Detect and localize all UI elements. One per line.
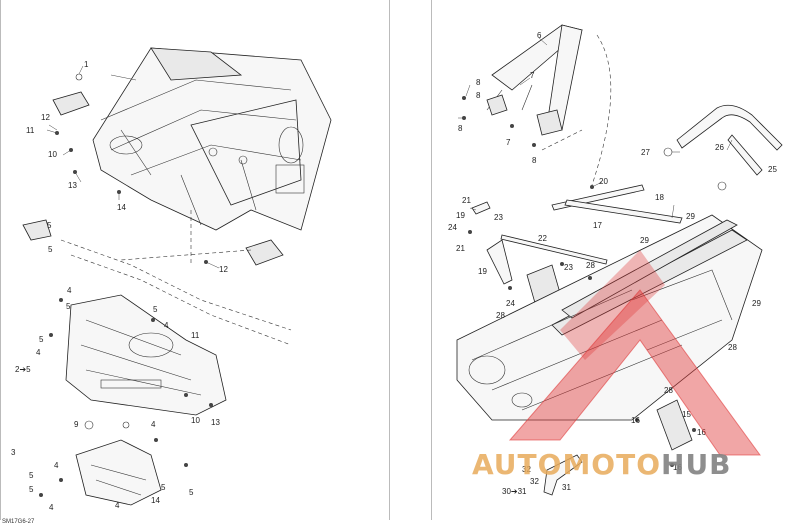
right-callout-32: 16: [697, 428, 706, 437]
watermark-part1: AUTOMOTO: [472, 448, 662, 481]
right-callout-4: 8: [476, 91, 481, 100]
right-callout-14: 18: [655, 193, 664, 202]
right-callout-19: 22: [538, 234, 547, 243]
left-callout-6: 14: [117, 203, 126, 212]
right-exploded-view: 6 7 8 8 8 7 8 27 26 25 20 21 19 18 24 23…: [448, 24, 783, 496]
right-callout-29: 28: [664, 386, 673, 395]
left-exploded-view: 1 12 11 10 13 14 5 12 5 4 5 5 4 5 4 2➔5 …: [11, 47, 332, 512]
watermark-text: AUTOMOTOHUB: [472, 448, 732, 481]
right-callout-3: 8: [476, 78, 481, 87]
left-callout-20: 9: [74, 420, 79, 429]
right-callout-36: 30➔31: [502, 487, 527, 496]
left-callout-14: 5: [39, 335, 44, 344]
right-callout-13: 19: [456, 211, 465, 220]
left-callout-13: 4: [164, 321, 169, 330]
left-callout-1: 1: [84, 60, 89, 69]
left-callout-7: 5: [47, 221, 52, 230]
left-callout-27: 14: [151, 496, 160, 505]
small-clip: [22, 219, 52, 241]
right-callout-12: 21: [462, 196, 471, 205]
right-callout-1: 6: [537, 31, 542, 40]
left-callout-30: 5: [189, 488, 194, 497]
right-callout-25: 24: [506, 299, 515, 308]
right-callout-34: 32: [522, 465, 531, 474]
right-callout-33: 16: [673, 463, 682, 472]
left-diagram-panel: 1 12 11 10 13 14 5 12 5 4 5 5 4 5 4 2➔5 …: [0, 0, 390, 520]
left-callout-22: 3: [11, 448, 16, 457]
left-callout-28: 5: [161, 483, 166, 492]
left-callout-29: 4: [115, 501, 120, 510]
right-callout-35: 32: [530, 477, 539, 486]
right-callout-5: 8: [458, 124, 463, 133]
column-support-assembly: [486, 24, 583, 136]
left-callout-21: 4: [151, 420, 156, 429]
right-callout-11: 20: [599, 177, 608, 186]
foot-bracket-right: [245, 239, 284, 266]
fasteners: [39, 131, 213, 497]
right-callout-10: 25: [768, 165, 777, 174]
left-callout-3: 11: [26, 126, 35, 135]
right-diagram-panel: 6 7 8 8 8 7 8 27 26 25 20 21 19 18 24 23…: [431, 0, 800, 520]
lower-frame-assembly: [65, 294, 227, 416]
right-callout-23: 19: [478, 267, 487, 276]
left-callout-10: 4: [67, 286, 72, 295]
left-callout-15: 4: [36, 348, 41, 357]
left-callout-23: 5: [29, 471, 34, 480]
right-callout-21: 23: [564, 263, 573, 272]
right-callout-22: 29: [640, 236, 649, 245]
left-callout-5: 13: [68, 181, 77, 190]
left-callout-2: 12: [41, 113, 50, 122]
left-callout-8: 12: [219, 265, 228, 274]
left-callout-25: 5: [29, 485, 34, 494]
rear-bracket: [656, 399, 693, 451]
left-callout-4: 10: [48, 150, 57, 159]
left-callout-26: 4: [49, 503, 54, 512]
right-callout-7: 8: [532, 156, 537, 165]
right-callout-20: 21: [456, 244, 465, 253]
upper-frame-assembly: [92, 47, 332, 231]
right-callout-30: 15: [682, 410, 691, 419]
right-callout-9: 26: [715, 143, 724, 152]
right-callout-6: 7: [506, 138, 511, 147]
bottom-bracket-assembly: [75, 420, 162, 506]
right-callout-18: 29: [686, 212, 695, 221]
left-callout-19: 13: [211, 418, 220, 427]
watermark-part2: HUB: [661, 448, 732, 481]
right-callout-17: 17: [593, 221, 602, 230]
right-callout-24: 28: [586, 261, 595, 270]
right-callout-2: 7: [530, 71, 535, 80]
right-callout-28: 28: [728, 343, 737, 352]
right-callout-27: 29: [752, 299, 761, 308]
right-callout-15: 24: [448, 223, 457, 232]
left-callout-11: 5: [153, 305, 158, 314]
rear-handle: [663, 104, 783, 191]
foot-bracket-upper: [52, 73, 90, 116]
left-callout-9: 5: [48, 245, 53, 254]
left-callout-18: 10: [191, 416, 200, 425]
left-callout-24: 4: [54, 461, 59, 470]
right-callout-26: 28: [496, 311, 505, 320]
drawing-reference: SM17G6-27: [2, 519, 35, 525]
left-callout-17: 11: [191, 331, 200, 340]
right-callout-8: 27: [641, 148, 650, 157]
right-callout-16: 23: [494, 213, 503, 222]
left-callout-12: 5: [66, 302, 71, 311]
right-callout-37: 31: [562, 483, 571, 492]
left-callout-16: 2➔5: [15, 365, 31, 374]
right-callout-31: 16: [631, 416, 640, 425]
